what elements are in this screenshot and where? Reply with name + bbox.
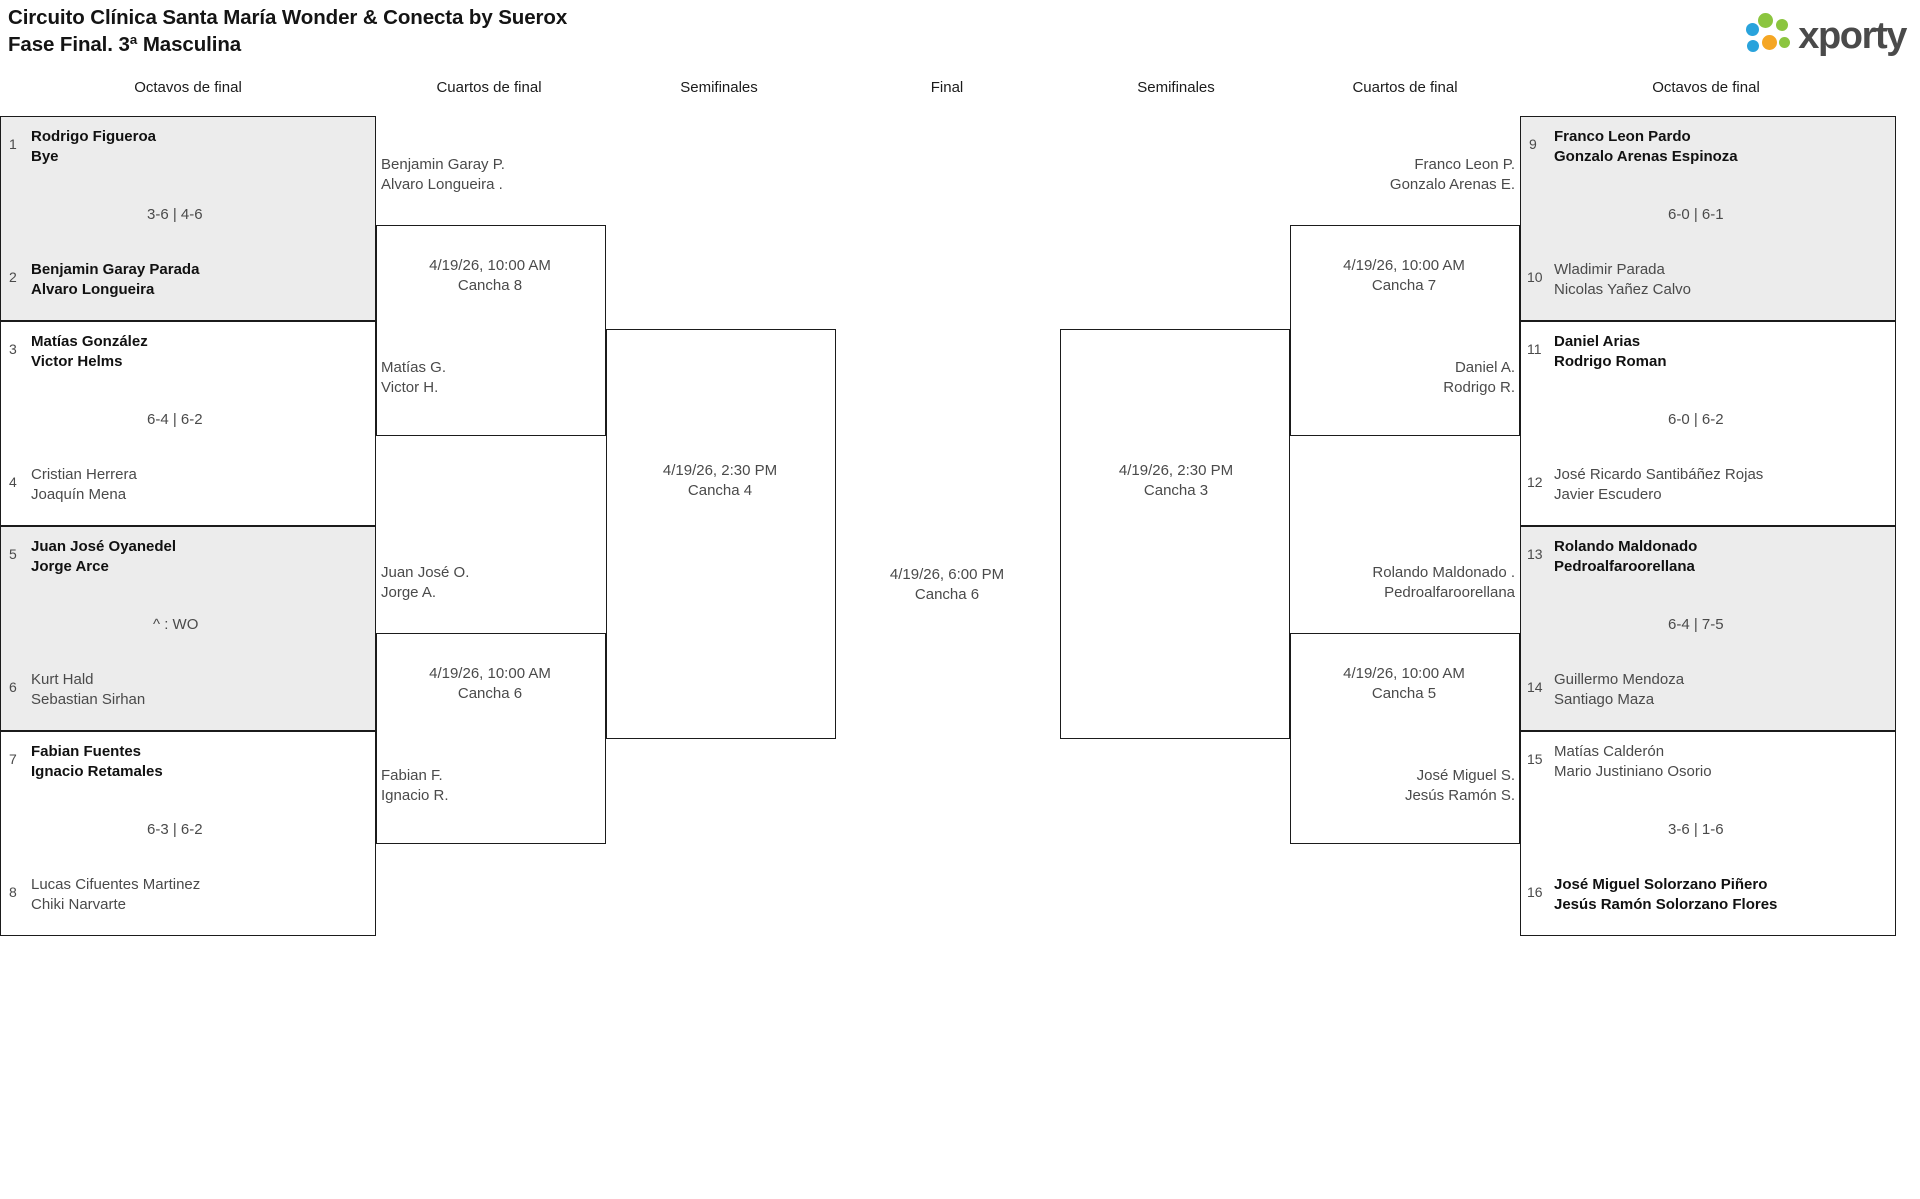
tournament-name: Circuito Clínica Santa María Wonder & Co… (8, 6, 568, 29)
match-score: 6-3 | 6-2 (147, 821, 203, 838)
advance-names-left-qf1-top: Benjamin Garay P. Alvaro Longueira . (381, 156, 505, 193)
seed-number: 13 (1527, 546, 1543, 562)
player-names-bottom: Cristian Herrera Joaquín Mena (31, 466, 137, 503)
round-header-right-r16: Octavos de final (1652, 79, 1760, 96)
seed-number: 2 (9, 269, 17, 285)
seed-number: 5 (9, 546, 17, 562)
match-card-right-2[interactable]: 11 Daniel Arias Rodrigo Roman 6-0 | 6-2 … (1520, 321, 1896, 526)
player-names-top: Fabian Fuentes Ignacio Retamales (31, 743, 163, 780)
match-card-right-4[interactable]: 15 Matías Calderón Mario Justiniano Osor… (1520, 731, 1896, 936)
seed-number: 8 (9, 884, 17, 900)
round-header-left-sf: Semifinales (680, 79, 758, 96)
match-box-left-sf[interactable] (606, 329, 836, 739)
match-meta-right-qf2: 4/19/26, 10:00 AM Cancha 5 (1343, 665, 1465, 702)
match-box-right-qf1[interactable] (1290, 225, 1520, 436)
player-names-top: Matías Calderón Mario Justiniano Osorio (1554, 743, 1712, 780)
round-header-left-qf: Cuartos de final (436, 79, 542, 96)
seed-number: 16 (1527, 884, 1543, 900)
player-names-bottom: Lucas Cifuentes Martinez Chiki Narvarte (31, 876, 201, 913)
player-names-bottom: José Ricardo Santibáñez Rojas Javier Esc… (1554, 466, 1764, 503)
advance-names-right-qf1-bottom: Daniel A. Rodrigo R. (1443, 359, 1515, 396)
xporty-logo: xporty (1745, 10, 1907, 62)
match-card-right-3[interactable]: 13 Rolando Maldonado Pedroalfaroorellana… (1520, 526, 1896, 731)
player-names-top: Matías González Victor Helms (31, 333, 148, 370)
seed-number: 6 (9, 679, 17, 695)
advance-names-right-qf2-top: Rolando Maldonado . Pedroalfaroorellana (1372, 564, 1515, 601)
advance-names-right-qf1-top: Franco Leon P. Gonzalo Arenas E. (1389, 156, 1515, 193)
match-box-left-qf2[interactable] (376, 633, 606, 844)
xporty-dots-icon (1745, 13, 1791, 59)
advance-names-right-qf2-bottom: José Miguel S. Jesús Ramón S. (1404, 767, 1515, 804)
seed-number: 14 (1527, 679, 1543, 695)
player-names-top: Franco Leon Pardo Gonzalo Arenas Espinoz… (1554, 128, 1738, 165)
advance-names-left-qf2-bottom: Fabian F. Ignacio R. (381, 767, 449, 804)
match-score: 6-4 | 7-5 (1668, 616, 1724, 633)
round-header-final: Final (930, 79, 964, 96)
match-score: 6-0 | 6-2 (1668, 411, 1724, 428)
match-meta-left-qf2: 4/19/26, 10:00 AM Cancha 6 (429, 665, 551, 702)
match-score: 6-0 | 6-1 (1668, 206, 1724, 223)
match-box-right-sf[interactable] (1060, 329, 1290, 739)
seed-number: 3 (9, 341, 17, 357)
seed-number: 15 (1527, 751, 1543, 767)
advance-names-left-qf2-top: Juan José O. Jorge A. (381, 564, 470, 601)
seed-number: 7 (9, 751, 17, 767)
match-card-left-4[interactable]: 7 Fabian Fuentes Ignacio Retamales 6-3 |… (0, 731, 376, 936)
player-names-bottom: Benjamin Garay Parada Alvaro Longueira (31, 261, 200, 298)
match-meta-right-sf: 4/19/26, 2:30 PM Cancha 3 (1118, 462, 1234, 499)
match-score: 3-6 | 4-6 (147, 206, 203, 223)
round-header-right-qf: Cuartos de final (1352, 79, 1458, 96)
player-names-top: Rolando Maldonado Pedroalfaroorellana (1554, 538, 1698, 575)
player-names-bottom: José Miguel Solorzano Piñero Jesús Ramón… (1554, 876, 1778, 913)
player-names-bottom: Wladimir Parada Nicolas Yañez Calvo (1554, 261, 1692, 298)
match-meta-left-qf1: 4/19/26, 10:00 AM Cancha 8 (429, 257, 551, 294)
seed-number: 10 (1527, 269, 1543, 285)
match-box-left-qf1[interactable] (376, 225, 606, 436)
match-score: 3-6 | 1-6 (1668, 821, 1724, 838)
seed-number: 9 (1529, 136, 1537, 152)
seed-number: 12 (1527, 474, 1543, 490)
advance-names-left-qf1-bottom: Matías G. Victor H. (381, 359, 447, 396)
match-box-right-qf2[interactable] (1290, 633, 1520, 844)
match-card-left-3[interactable]: 5 Juan José Oyanedel Jorge Arce ^ : WO 6… (0, 526, 376, 731)
match-score: ^ : WO (153, 616, 199, 633)
round-header-right-sf: Semifinales (1137, 79, 1215, 96)
match-meta-left-sf: 4/19/26, 2:30 PM Cancha 4 (662, 462, 778, 499)
match-meta-final: 4/19/26, 6:00 PM Cancha 6 (889, 566, 1005, 603)
seed-number: 11 (1527, 341, 1542, 357)
match-card-right-1[interactable]: 9 Franco Leon Pardo Gonzalo Arenas Espin… (1520, 116, 1896, 321)
player-names-bottom: Kurt Hald Sebastian Sirhan (31, 671, 146, 708)
player-names-top: Daniel Arias Rodrigo Roman (1554, 333, 1667, 370)
player-names-bottom: Guillermo Mendoza Santiago Maza (1554, 671, 1685, 708)
player-names-top: Rodrigo Figueroa Bye (31, 128, 156, 165)
tournament-phase: Fase Final. 3ª Masculina (8, 33, 242, 56)
seed-number: 4 (9, 474, 17, 490)
match-card-left-1[interactable]: 1 Rodrigo Figueroa Bye 3-6 | 4-6 2 Benja… (0, 116, 376, 321)
seed-number: 1 (9, 136, 17, 152)
match-card-left-2[interactable]: 3 Matías González Victor Helms 6-4 | 6-2… (0, 321, 376, 526)
xporty-wordmark: xporty (1798, 15, 1907, 57)
match-meta-right-qf1: 4/19/26, 10:00 AM Cancha 7 (1343, 257, 1465, 294)
round-header-left-r16: Octavos de final (134, 79, 242, 96)
page-title: Circuito Clínica Santa María Wonder & Co… (8, 4, 567, 58)
match-score: 6-4 | 6-2 (147, 411, 203, 428)
player-names-top: Juan José Oyanedel Jorge Arce (31, 538, 177, 575)
